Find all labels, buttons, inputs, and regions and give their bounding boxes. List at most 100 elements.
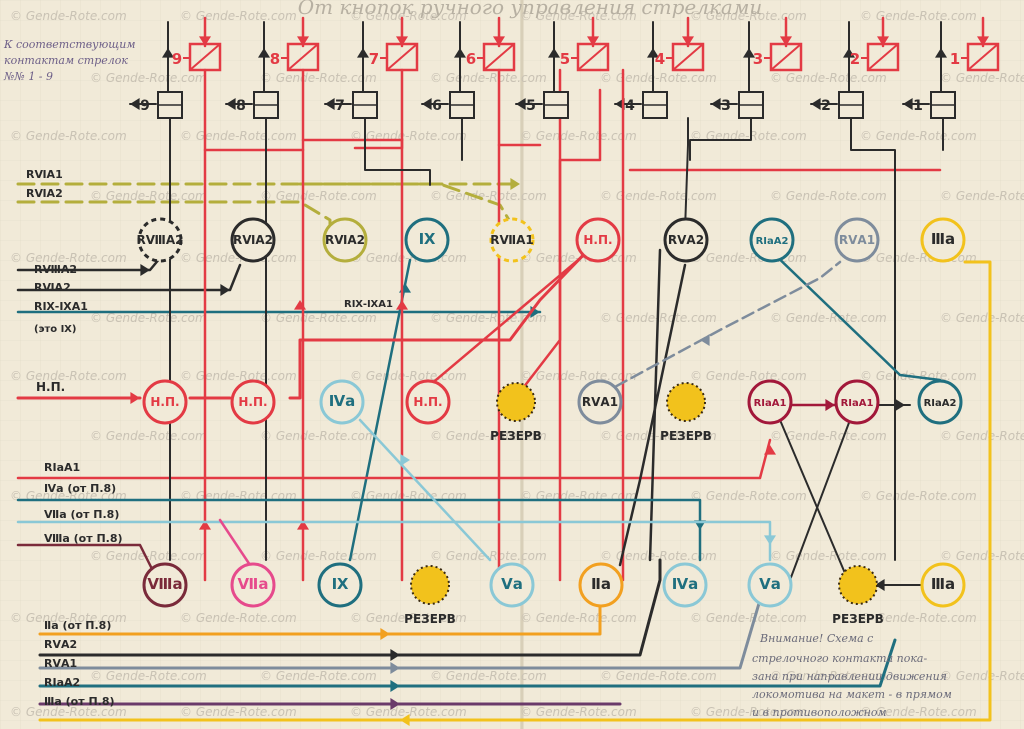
watermark-text: © Gende-Rote.com [770,189,887,203]
watermark-text: © Gende-Rote.com [90,669,207,683]
switch-number: 3 [753,50,763,68]
wire [16,543,157,577]
switch-diagonal [577,43,609,71]
wire [689,117,752,161]
node-label: Ⅴa [759,575,781,593]
switch-box [286,42,320,72]
watermark-text: © Gende-Rote.com [260,311,377,325]
switch-block-7: 7 [369,42,419,72]
relay-number: 2 [821,98,831,114]
node-label: Ⅳa [672,575,699,593]
watermark-text: © Gende-Rote.com [600,71,717,85]
wire [38,558,662,657]
node-circle [322,217,368,263]
watermark-text: © Gende-Rote.com [180,369,297,383]
wire-arrow [258,48,270,58]
wire-arrow [711,98,721,110]
watermark-text: © Gende-Rote.com [860,705,977,719]
watermark-text: © Gende-Rote.com [520,9,637,23]
watermark-text: © Gende-Rote.com [260,549,377,563]
node-circle [749,217,795,263]
wire [353,138,404,150]
reserve-label: РЕЗЕРВ [832,612,884,626]
input-label-bottom-2: RⅤA2 [44,638,77,651]
node-circle [489,217,535,263]
node-circle [575,217,621,263]
wire-arrow [587,36,599,46]
switch-box [576,42,610,72]
node-circle [142,562,188,608]
node-row1-9: RⅤA1 [834,217,880,263]
wire-arrow [647,48,659,58]
watermark-text: © Gende-Rote.com [600,189,717,203]
input-label-bottom-1: Ⅱa (от П.8) [44,619,111,632]
node-row3-3: Ⅸ [317,562,363,608]
wire-arrow [548,48,560,58]
input-label-bottom-3: RⅤA1 [44,657,77,670]
wire-arrow [682,36,694,46]
watermark-text: © Gende-Rote.com [10,611,127,625]
wire-arrow [297,36,309,46]
node-row3-4: РЕЗЕРВ [404,565,456,626]
wire-arrow [493,36,505,46]
node-circle [230,562,276,608]
node-row3-6: Ⅱa [578,562,624,608]
node-label: Н.П. [413,395,442,409]
watermark-text: © Gende-Rote.com [430,429,547,443]
node-row2-3: Ⅳa [319,379,365,425]
node-label: Ⅶa [238,575,269,593]
switch-number: 2 [850,50,860,68]
input-label-bottom-4: RⅠaA2 [44,676,80,689]
page-title: От кнопок ручного управления стрелками [298,0,763,19]
node-label: RⅦA1 [490,233,534,247]
watermark-text: © Gende-Rote.com [260,429,377,443]
attention-note-line-1: Внимание! Схема с [759,632,873,645]
switch-number: 9 [172,50,182,68]
wire [789,419,851,581]
switch-block-5: 5 [560,42,610,72]
node-row3-10: Ⅲa [920,562,966,608]
node-label: RⅠaA1 [841,398,874,409]
wire-arrow [162,48,174,58]
node-circle [137,217,183,263]
watermark-text: © Gende-Rote.com [860,611,977,625]
watermark-text: © Gende-Rote.com [690,489,807,503]
watermark-text: © Gende-Rote.com [350,369,467,383]
switch-box [482,42,516,72]
switch-diagonal [672,43,704,71]
watermark-text: © Gende-Rote.com [860,129,977,143]
node-row2-5: РЕЗЕРВ [490,382,542,443]
switch-block-6: 6 [466,42,516,72]
input-label-low-1: RⅠaA1 [44,461,80,474]
node-label: Ⅴa [501,575,523,593]
node-row1-4: Ⅸ [404,217,450,263]
watermark-text: © Gende-Rote.com [770,549,887,563]
node-label: Ⅸ [419,230,436,248]
reserve-label: РЕЗЕРВ [404,612,456,626]
node-label: RⅥA2 [325,233,365,247]
node-label: RⅠaA1 [754,398,787,409]
watermark-text: © Gende-Rote.com [690,369,807,383]
watermark-text: © Gende-Rote.com [770,311,887,325]
wire-arrow [297,520,309,530]
watermark-text: © Gende-Rote.com [940,549,1024,563]
reserve-circle [496,382,536,422]
node-row2-9: RⅠaA1 [834,379,880,425]
wire-arrow [843,48,855,58]
switch-number: 1 [950,50,960,68]
switch-diagonal [967,43,999,71]
node-circle [747,562,793,608]
corner-note-line-3: №№ 1 - 9 [3,70,53,83]
node-row3-2: Ⅶa [230,562,276,608]
node-circle [747,379,793,425]
wire [16,498,702,562]
input-label-mid-2: RⅥA2 [34,281,71,294]
switch-diagonal [770,43,802,71]
relay-block-5: 5 [526,91,569,119]
wire-arrow [325,98,335,110]
input-label-low-4: Ⅷa (от П.8) [44,532,123,545]
watermark-text: © Gende-Rote.com [690,705,807,719]
wire-arrow [516,98,526,110]
node-circle [319,379,365,425]
